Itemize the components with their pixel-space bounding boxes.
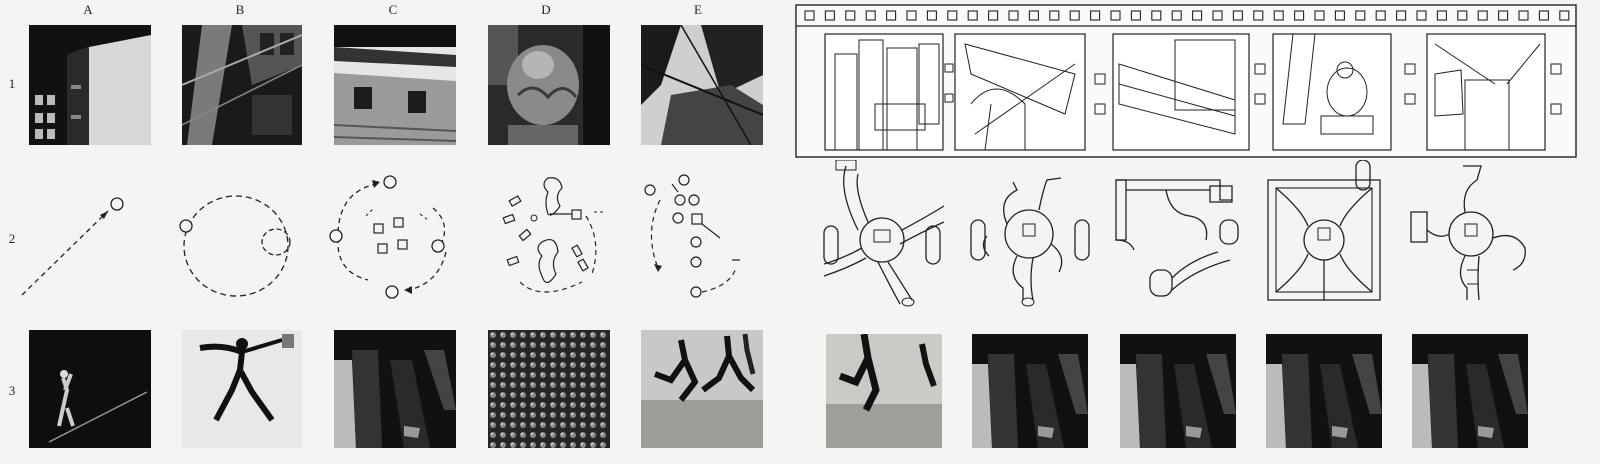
sprocket-hole (1110, 10, 1121, 21)
sprocket-hole (804, 10, 815, 21)
sprocket-hole (926, 10, 937, 21)
film-frame-1 (824, 33, 944, 151)
row-label-2: 2 (8, 231, 16, 246)
machine-diagram-2 (967, 160, 1095, 308)
photo-1a-building-corner (29, 25, 151, 145)
machine-diagram-1 (818, 160, 946, 308)
sprocket-hole (1457, 10, 1468, 21)
film-strip-drawing (795, 4, 1577, 158)
sprocket-hole (1498, 10, 1509, 21)
machine-diagram-3 (1110, 160, 1244, 308)
sprocket-hole (1008, 10, 1019, 21)
sprocket-hole (947, 10, 958, 21)
photo-walking-legs-1 (972, 334, 1088, 448)
film-frame-5 (1426, 33, 1546, 151)
photo-3b-skater (182, 330, 302, 448)
sprocket-hole (1151, 10, 1162, 21)
photo-right-runners (826, 334, 942, 448)
photo-1c-cornice (334, 25, 456, 145)
sprocket-hole (988, 10, 999, 21)
sprocket-hole (1538, 10, 1549, 21)
sprocket-hole (1069, 10, 1080, 21)
sprocket-hole (1559, 10, 1570, 21)
photo-walking-legs-2 (1120, 334, 1236, 448)
sprocket-hole (1477, 10, 1488, 21)
film-frame-3 (1112, 33, 1250, 151)
film-strip-cityscape (795, 4, 1577, 158)
photo-walking-legs-4 (1412, 334, 1528, 448)
photo-3d-crowd-pattern (488, 330, 610, 448)
sprocket-hole (1192, 10, 1203, 21)
sprocket-hole (1314, 10, 1325, 21)
film-sprockets (804, 10, 1570, 21)
column-label-b: B (235, 2, 245, 17)
sprocket-hole (1049, 10, 1060, 21)
sprocket-hole (1253, 10, 1264, 21)
sprocket-hole (1232, 10, 1243, 21)
sprocket-hole (1212, 10, 1223, 21)
sprocket-hole (906, 10, 917, 21)
sprocket-hole (1518, 10, 1529, 21)
photo-3e-runners (641, 330, 763, 448)
photo-3a-figure-on-diagonal (29, 330, 151, 448)
diagram-2b-circular-motion (178, 190, 298, 302)
sprocket-hole (1396, 10, 1407, 21)
photo-1d-eagle-sculpture (488, 25, 610, 145)
film-frame-2 (954, 33, 1086, 151)
sprocket-hole (1416, 10, 1427, 21)
photo-1b-facade-diagonal (182, 25, 302, 145)
sprocket-hole (1171, 10, 1182, 21)
column-label-c: C (388, 2, 398, 17)
film-frame-4 (1272, 33, 1392, 151)
film-gap-windows (944, 63, 1562, 115)
diagram-2c-rotating-spiral (328, 172, 456, 302)
machine-diagram-5 (1405, 160, 1535, 308)
sprocket-hole (865, 10, 876, 21)
photo-3c-walking-legs (334, 330, 456, 448)
sprocket-hole (1436, 10, 1447, 21)
sprocket-hole (1294, 10, 1305, 21)
diagram-2d-complex-field (490, 172, 610, 302)
column-label-a: A (83, 2, 93, 17)
sprocket-hole (1028, 10, 1039, 21)
sprocket-hole (845, 10, 856, 21)
sprocket-hole (967, 10, 978, 21)
sprocket-hole (1273, 10, 1284, 21)
diagram-2a-linear-motion (18, 195, 130, 300)
column-label-d: D (541, 2, 551, 17)
row-label-1: 1 (8, 76, 16, 91)
sprocket-hole (1090, 10, 1101, 21)
sprocket-hole (1355, 10, 1366, 21)
sprocket-hole (824, 10, 835, 21)
sprocket-hole (886, 10, 897, 21)
sprocket-hole (1130, 10, 1141, 21)
diagram-2e-play-formation (640, 172, 760, 302)
row-label-3: 3 (8, 383, 16, 398)
column-label-e: E (694, 2, 702, 17)
sprocket-hole (1375, 10, 1386, 21)
photo-walking-legs-3 (1266, 334, 1382, 448)
machine-diagram-4 (1262, 160, 1386, 308)
photo-1e-looking-up (641, 25, 763, 145)
sprocket-hole (1334, 10, 1345, 21)
